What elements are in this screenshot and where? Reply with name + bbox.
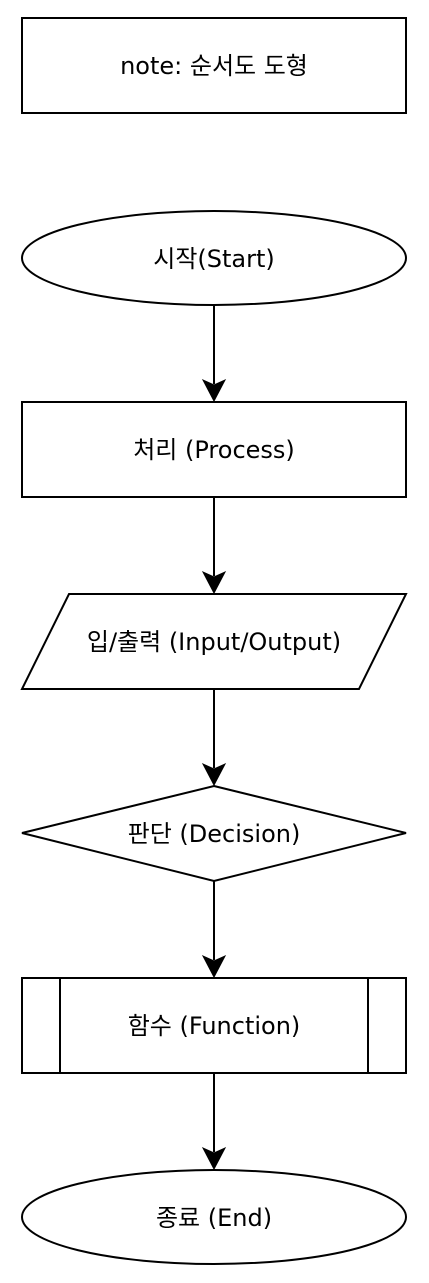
connector-decision-to-function [201, 881, 227, 979]
process-box: 처리 (Process) [21, 401, 407, 498]
arrowhead [201, 954, 227, 979]
connector-process-to-io [201, 497, 227, 595]
arrowhead [201, 378, 227, 403]
note-label: note: 순서도 도형 [120, 52, 308, 80]
process-label: 처리 (Process) [133, 436, 295, 464]
arrowhead [201, 570, 227, 595]
io-parallelogram: 입/출력 (Input/Output) [20, 593, 408, 690]
arrowhead [201, 1146, 227, 1171]
connector-start-to-process [201, 305, 227, 403]
process-rect [21, 401, 407, 498]
note-rect [21, 17, 407, 114]
decision-diamond: 판단 (Decision) [21, 784, 407, 883]
decision-label: 판단 (Decision) [128, 820, 301, 848]
function-rect [21, 977, 407, 1074]
io-shape [20, 593, 408, 690]
function-box: 함수 (Function) [21, 977, 407, 1074]
connector-function-to-end [201, 1073, 227, 1171]
end-ellipse [21, 1169, 407, 1265]
start-label: 시작(Start) [153, 245, 275, 273]
function-label: 함수 (Function) [128, 1012, 301, 1040]
connector-io-to-decision [201, 689, 227, 787]
start-terminal: 시작(Start) [21, 210, 407, 306]
end-label: 종료 (End) [156, 1204, 272, 1232]
end-terminal: 종료 (End) [21, 1169, 407, 1265]
io-label: 입/출력 (Input/Output) [87, 628, 341, 656]
arrowhead [201, 762, 227, 787]
note-box: note: 순서도 도형 [21, 17, 407, 114]
